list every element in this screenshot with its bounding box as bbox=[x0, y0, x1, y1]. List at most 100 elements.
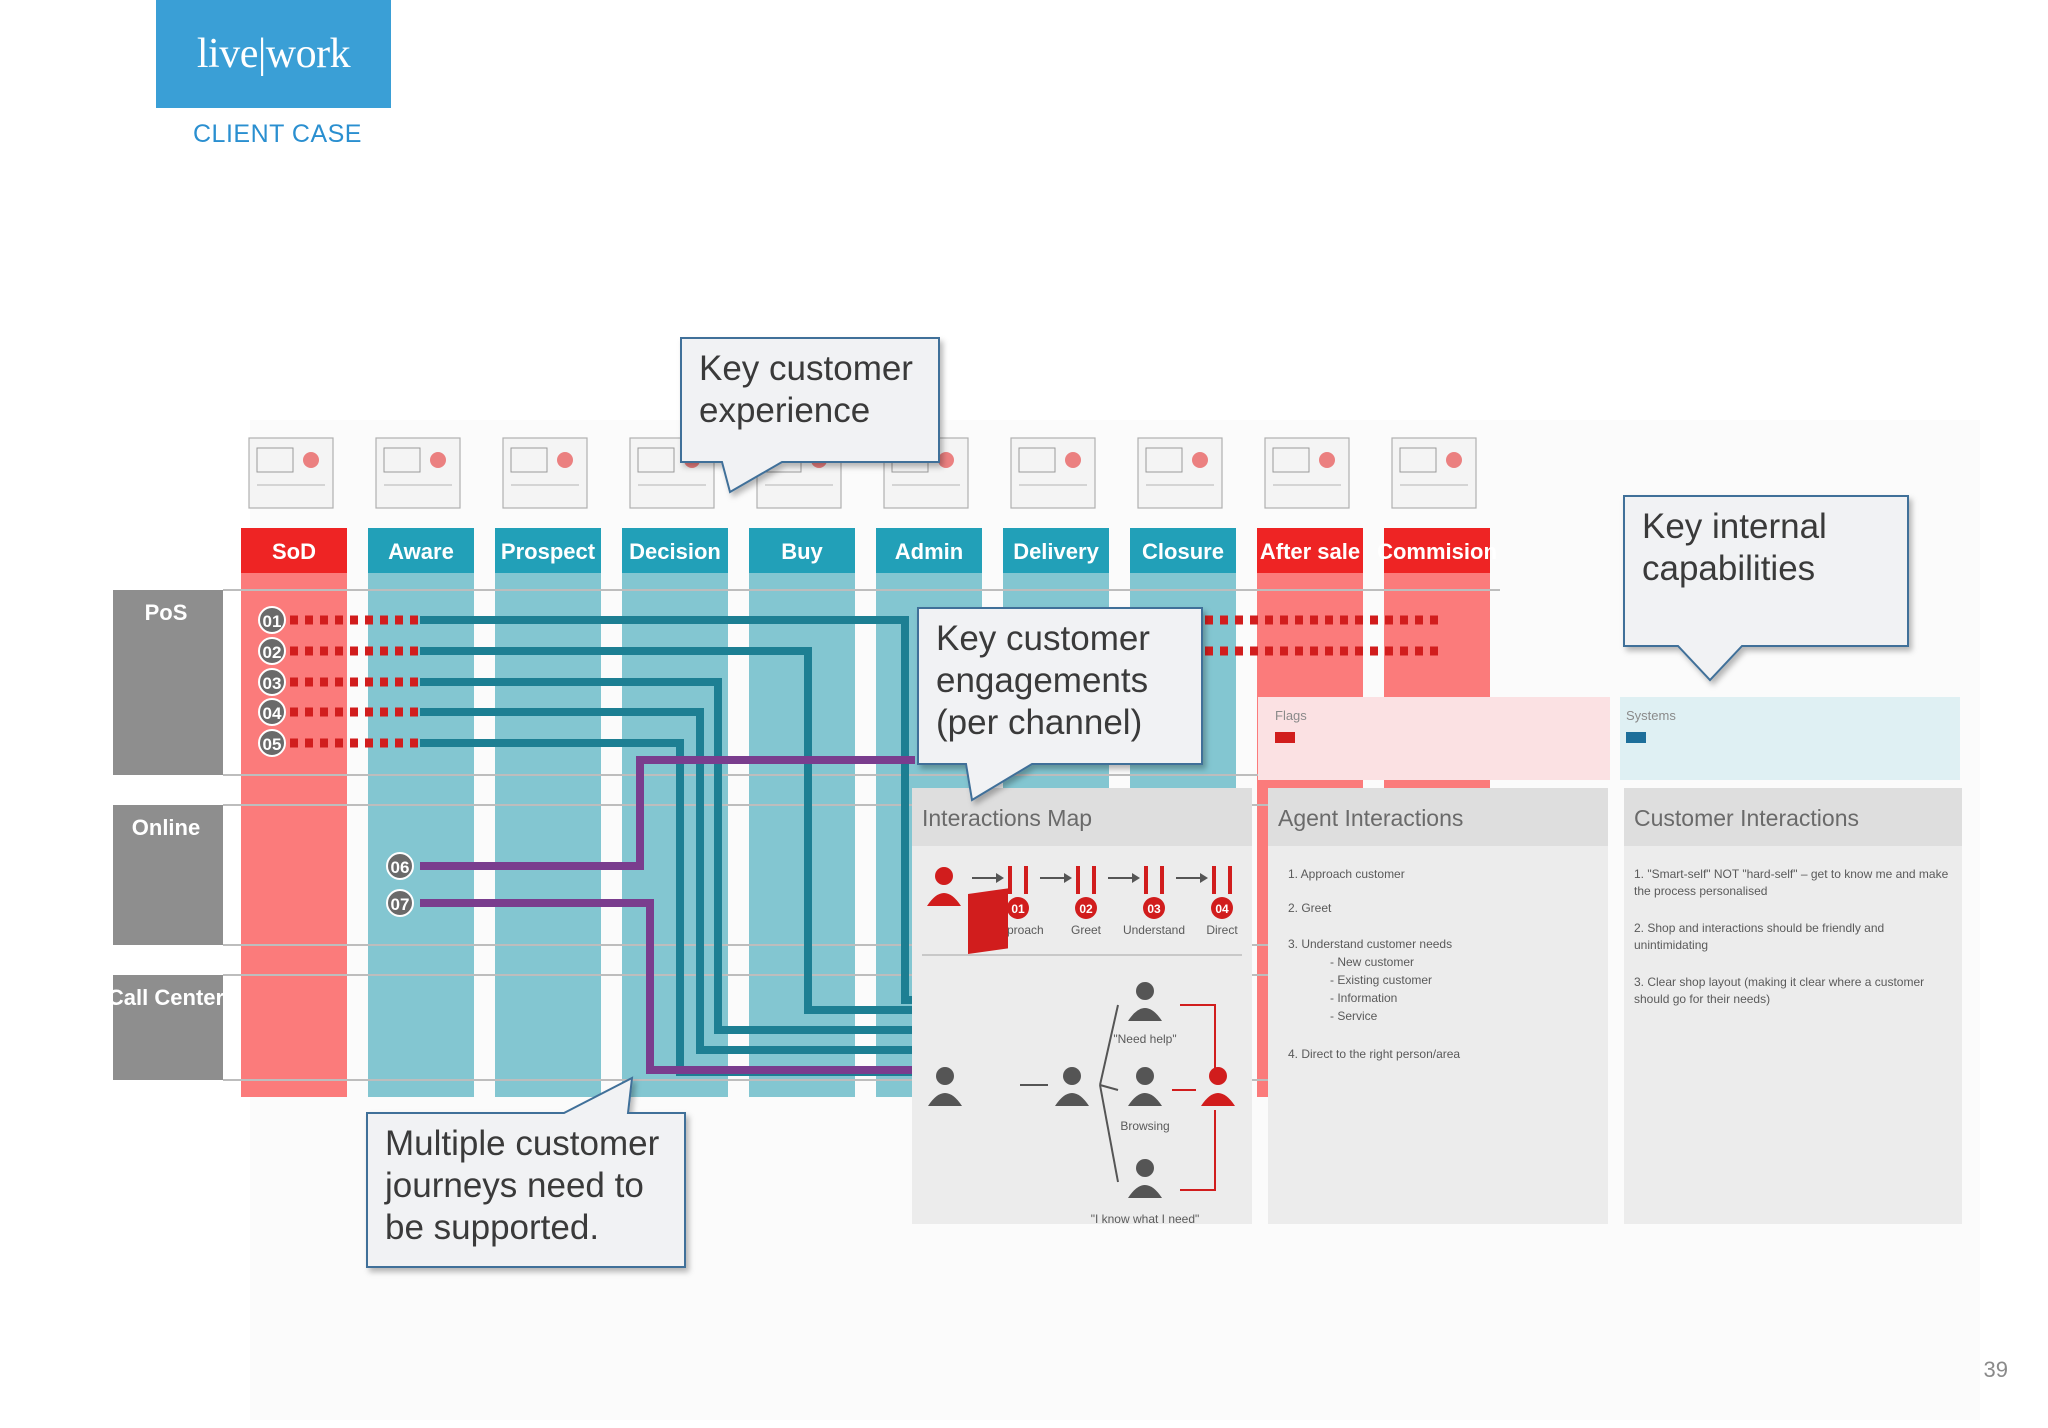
callout-box bbox=[680, 337, 940, 494]
agent-interaction-item: - New customer bbox=[1330, 955, 1414, 969]
sketch-accent bbox=[430, 452, 446, 468]
stage-header bbox=[368, 528, 474, 573]
livework-logo: live|work bbox=[156, 0, 391, 108]
sketch-frame bbox=[375, 437, 461, 509]
stage-label: Delivery bbox=[1013, 539, 1099, 564]
stage-column: SoD bbox=[241, 528, 347, 1097]
agent-interaction-item: - Information bbox=[1330, 991, 1397, 1005]
person-head bbox=[935, 867, 953, 885]
sketch-accent bbox=[303, 452, 319, 468]
stage-label: Aware bbox=[388, 539, 454, 564]
callout-experience bbox=[680, 337, 940, 494]
sketch-detail bbox=[1018, 447, 1056, 473]
step-badge bbox=[1075, 897, 1097, 919]
flow-arrow bbox=[1099, 1004, 1119, 1086]
journey-marker-number: 05 bbox=[263, 735, 282, 754]
sketch-accent bbox=[1446, 452, 1462, 468]
stage-sketches bbox=[248, 437, 1477, 509]
sketch-frame bbox=[248, 437, 334, 509]
stage-label: Buy bbox=[781, 539, 823, 564]
person-body bbox=[1055, 1093, 1089, 1106]
stage-label: Prospect bbox=[501, 539, 596, 564]
agent-interaction-item: 1. Approach customer bbox=[1288, 867, 1405, 881]
person-icon bbox=[928, 1067, 962, 1106]
person-body bbox=[1128, 1008, 1162, 1021]
stage-column: Aware bbox=[368, 528, 474, 1097]
flags-strip bbox=[1258, 697, 1610, 780]
step-badge bbox=[1143, 897, 1165, 919]
agent-icon bbox=[1201, 1067, 1235, 1106]
agent-interaction-item: 4. Direct to the right person/area bbox=[1288, 1047, 1460, 1061]
agent-interaction-item: 2. Greet bbox=[1288, 901, 1332, 915]
person-head bbox=[1136, 982, 1154, 1000]
stage-header bbox=[495, 528, 601, 573]
person-head bbox=[1063, 1067, 1081, 1085]
journey-marker: 03 bbox=[258, 668, 286, 696]
agent-interaction-item: - Existing customer bbox=[1330, 973, 1432, 987]
journey-marker: 04 bbox=[258, 698, 286, 726]
stage-header bbox=[1257, 528, 1363, 573]
customer-icon bbox=[927, 867, 961, 906]
person-head bbox=[1136, 1159, 1154, 1177]
stage-column: Buy bbox=[749, 528, 855, 1097]
stage-label: Decision bbox=[629, 539, 721, 564]
stage-label: After sale bbox=[1260, 539, 1360, 564]
flow-arrow bbox=[1099, 1084, 1119, 1183]
sketch-prospect bbox=[502, 437, 588, 509]
stage-label: SoD bbox=[272, 539, 316, 564]
flags-chip bbox=[1275, 732, 1295, 743]
person-icon bbox=[1055, 1067, 1089, 1106]
quote-browsing: Browsing bbox=[1120, 1119, 1169, 1133]
panel-customer-interactions: Customer Interactions bbox=[1624, 788, 1962, 1224]
channel-label: Call Center bbox=[108, 985, 225, 1010]
callout-journeys bbox=[366, 1076, 686, 1268]
channel-block bbox=[113, 975, 223, 1080]
person-body bbox=[1201, 1093, 1235, 1106]
customer-interaction-item: 3. Clear shop layout (making it clear wh… bbox=[1634, 975, 1924, 1006]
journey-path-07 bbox=[420, 899, 915, 1074]
person-body bbox=[1128, 1185, 1162, 1198]
journey-marker: 02 bbox=[258, 637, 286, 665]
sketch-detail bbox=[1272, 447, 1310, 473]
customer-interaction-item: 1. "Smart-self" NOT "hard-self" – get to… bbox=[1634, 867, 1949, 898]
sketch-aware bbox=[375, 437, 461, 509]
journey-marker: 06 bbox=[386, 852, 414, 880]
panel-header bbox=[1624, 788, 1962, 846]
step-label: Understand bbox=[1123, 923, 1185, 937]
flow-arrowhead bbox=[996, 873, 1004, 883]
journey-path-03 bbox=[420, 678, 915, 1034]
stage-header bbox=[1130, 528, 1236, 573]
person-icon bbox=[1128, 1159, 1162, 1198]
systems-chip bbox=[1626, 732, 1646, 743]
stage-column-body bbox=[241, 573, 347, 1097]
callout-capabilities bbox=[1623, 495, 1909, 682]
step-number: 04 bbox=[1215, 902, 1229, 916]
flow-arrowhead bbox=[1064, 873, 1072, 883]
person-head bbox=[936, 1067, 954, 1085]
panel-header bbox=[912, 788, 1252, 846]
journey-path-06 bbox=[420, 756, 915, 870]
client-case-label: CLIENT CASE bbox=[193, 120, 362, 148]
journey-marker-number: 04 bbox=[263, 704, 282, 723]
journey-marker: 05 bbox=[258, 729, 286, 757]
sketch-frame bbox=[1137, 437, 1223, 509]
panel-title: Agent Interactions bbox=[1278, 805, 1463, 831]
sketch-detail bbox=[637, 447, 675, 473]
flags-label: Flags bbox=[1275, 708, 1307, 723]
journey-marker-dot bbox=[258, 729, 286, 757]
journey-path-02 bbox=[420, 647, 915, 1014]
quote-know-what-i-need: "I know what I need" bbox=[1091, 1212, 1200, 1226]
step-number: 01 bbox=[1011, 902, 1025, 916]
callout-box bbox=[366, 1076, 686, 1268]
agent-link bbox=[1180, 1004, 1216, 1070]
channel-block bbox=[113, 805, 223, 945]
journey-marker-dot bbox=[258, 606, 286, 634]
journey-marker-number: 02 bbox=[263, 643, 282, 662]
stage-header bbox=[876, 528, 982, 573]
